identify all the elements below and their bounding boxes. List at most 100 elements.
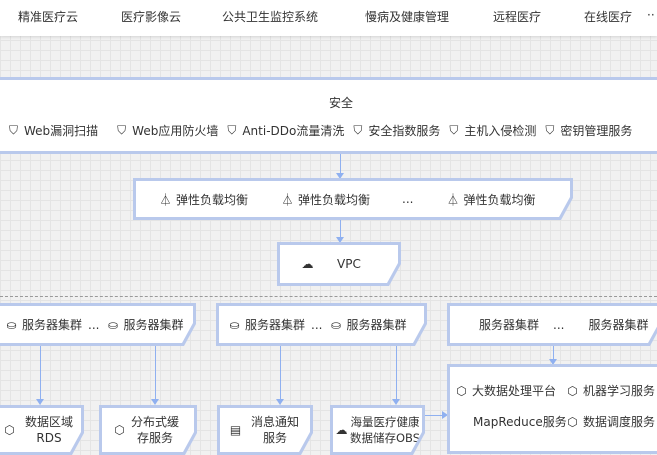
ellipsis: ... bbox=[311, 317, 323, 332]
ellipsis: ... bbox=[553, 317, 565, 332]
big-data-item: ⬡机器学习服务 bbox=[565, 382, 655, 399]
security-title: 安全 bbox=[328, 96, 353, 110]
nav-chronic-disease[interactable]: 慢病及健康管理 bbox=[365, 10, 450, 24]
connector bbox=[340, 220, 341, 238]
connector bbox=[280, 346, 281, 400]
rds-box: ⬡ 数据区域 RDS bbox=[0, 405, 84, 455]
arrow-icon bbox=[336, 173, 344, 179]
security-item: ⛉ Web应用防火墙 bbox=[114, 122, 218, 139]
server-cluster-icon: ⛀ bbox=[6, 317, 17, 332]
label: 主机入侵检测 bbox=[464, 124, 537, 138]
big-data-item: MapReduce服务 bbox=[473, 413, 567, 430]
connector bbox=[340, 154, 341, 174]
obs-box: ☁ 海量医疗健康数据储存OBS bbox=[330, 405, 425, 455]
label: 数据调度服务 bbox=[583, 415, 656, 429]
shield-index-icon: ⛉ bbox=[353, 123, 363, 137]
cache-box: ⬡ 分布式缓存服务 bbox=[99, 405, 197, 455]
cluster-label: 服务器集群 bbox=[479, 318, 540, 332]
connector bbox=[553, 346, 554, 360]
scheduling-icon: ⬡ bbox=[567, 414, 578, 429]
arrow-icon bbox=[392, 399, 400, 405]
connector bbox=[40, 346, 41, 400]
label: RDS bbox=[36, 431, 62, 445]
nav-telemedicine[interactable]: 远程医疗 bbox=[493, 10, 542, 24]
shield-drop-icon: ⛉ bbox=[227, 123, 237, 137]
big-data-box: ⬡ 大数据处理平台 ⬡机器学习服务 MapReduce服务 ⬡ 数据调度服务 bbox=[447, 364, 657, 454]
label: MapReduce服务 bbox=[473, 415, 567, 429]
label: 存服务 bbox=[137, 431, 174, 445]
security-band: 安全 ⛉ Web漏洞扫描 ⛉ Web应用防火墙 ⛉Anti-DDo流量清洗 ⛉ 安全指… bbox=[0, 77, 657, 154]
cluster-box-2: ⛀ 服务器集群 ... ⛀ 服务器集群 bbox=[216, 303, 427, 346]
label: 安全指数服务 bbox=[368, 124, 441, 138]
connector bbox=[424, 415, 444, 416]
arrow-icon bbox=[442, 411, 448, 419]
label: 机器学习服务 bbox=[583, 384, 656, 398]
nav-online-medical[interactable]: 在线医疗 bbox=[584, 10, 633, 24]
top-nav: 精准医疗云 医疗影像云 公共卫生监控系统 慢病及健康管理 远程医疗 在线医疗 ·… bbox=[0, 0, 657, 36]
cloud-icon: ☁ bbox=[301, 257, 314, 271]
nav-more[interactable]: ·· bbox=[647, 8, 655, 22]
lb-item: ⏃ 弹性负载均衡 bbox=[445, 191, 535, 208]
security-item: ⛉ 密钥管理服务 bbox=[542, 122, 632, 139]
cluster-item: ⛀ 服务器集群 bbox=[4, 316, 82, 333]
rds-icon: ⬡ bbox=[4, 423, 15, 437]
lb-item: ⏃ 弹性负载均衡 bbox=[280, 191, 370, 208]
load-balancer-icon: ⏃ bbox=[281, 192, 294, 207]
security-item: ⛉ Web漏洞扫描 bbox=[6, 122, 98, 139]
label: 服务器集群 bbox=[245, 318, 306, 332]
cache-icon: ⬡ bbox=[114, 423, 125, 437]
security-item: ⛉ 主机入侵检测 bbox=[446, 122, 536, 139]
label: 海量医疗健康 bbox=[350, 415, 420, 429]
ellipsis: ... bbox=[402, 192, 414, 206]
security-item: ⛉Anti-DDo流量清洗 bbox=[224, 122, 344, 139]
label: 弹性负载均衡 bbox=[463, 192, 536, 207]
big-data-item: ⬡ 数据调度服务 bbox=[565, 413, 655, 430]
shield-host-icon: ⛉ bbox=[449, 123, 459, 137]
lb-item: ⏃ 弹性负载均衡 bbox=[158, 191, 248, 208]
connector bbox=[155, 346, 156, 400]
server-cluster-icon: ⛀ bbox=[330, 317, 341, 332]
label: 服务器集群 bbox=[346, 318, 407, 332]
label: 大数据处理平台 bbox=[472, 384, 557, 398]
cluster-box-1: ⛀ 服务器集群 ... ⛀ 服务器集群 bbox=[0, 303, 196, 346]
shield-firewall-icon: ⛉ bbox=[117, 123, 127, 137]
nav-precision-medicine[interactable]: 精准医疗云 bbox=[18, 10, 79, 24]
label: 分布式缓 bbox=[131, 415, 180, 429]
label: Web应用防火墙 bbox=[132, 124, 219, 138]
nav-public-health[interactable]: 公共卫生监控系统 bbox=[222, 10, 319, 24]
shield-search-icon: ⛉ bbox=[8, 123, 18, 137]
nav-medical-imaging[interactable]: 医疗影像云 bbox=[121, 10, 182, 24]
label: 密钥管理服务 bbox=[560, 124, 633, 138]
label: 数据区域 bbox=[25, 415, 74, 429]
label: 数据储存OBS bbox=[350, 431, 421, 445]
cluster-box-3: 服务器集群 ... 服务器集群 bbox=[447, 303, 657, 346]
security-items: ⛉ Web漏洞扫描 ⛉ Web应用防火墙 ⛉Anti-DDo流量清洗 ⛉ 安全指数服务… bbox=[6, 122, 657, 139]
arrow-icon bbox=[36, 399, 44, 405]
load-balancer-box: ⏃ 弹性负载均衡 ⏃ 弹性负载均衡 ... ⏃ 弹性负载均衡 bbox=[133, 178, 573, 220]
cluster-item: ⛀ 服务器集群 bbox=[227, 316, 305, 333]
label: 服务 bbox=[263, 431, 288, 445]
label: 弹性负载均衡 bbox=[176, 192, 249, 207]
cluster-item: ⛀ 服务器集群 bbox=[328, 316, 406, 333]
hexagon-x-icon: ⬡ bbox=[456, 383, 467, 398]
cloud-upload-icon: ☁ bbox=[335, 423, 348, 437]
vpc-label: VPC bbox=[337, 257, 361, 271]
arrow-icon bbox=[549, 359, 557, 365]
ellipsis: ... bbox=[88, 317, 100, 332]
shield-key-icon: ⛉ bbox=[545, 123, 555, 137]
label: 服务器集群 bbox=[22, 318, 83, 332]
arrow-icon bbox=[336, 237, 344, 243]
load-balancer-icon: ⏃ bbox=[159, 192, 172, 207]
message-box: ▤ 消息通知服务 bbox=[217, 405, 313, 455]
load-balancer-icon: ⏃ bbox=[446, 192, 459, 207]
server-cluster-icon: ⛀ bbox=[229, 317, 240, 332]
label: 服务器集群 bbox=[123, 318, 184, 332]
arrow-icon bbox=[151, 399, 159, 405]
connector bbox=[396, 346, 397, 400]
server-cluster-icon: ⛀ bbox=[107, 317, 118, 332]
security-item: ⛉ 安全指数服务 bbox=[350, 122, 440, 139]
label: 弹性负载均衡 bbox=[298, 192, 371, 207]
vpc-box: ☁ VPC bbox=[277, 242, 401, 286]
divider bbox=[0, 296, 657, 297]
label: Web漏洞扫描 bbox=[24, 124, 99, 138]
